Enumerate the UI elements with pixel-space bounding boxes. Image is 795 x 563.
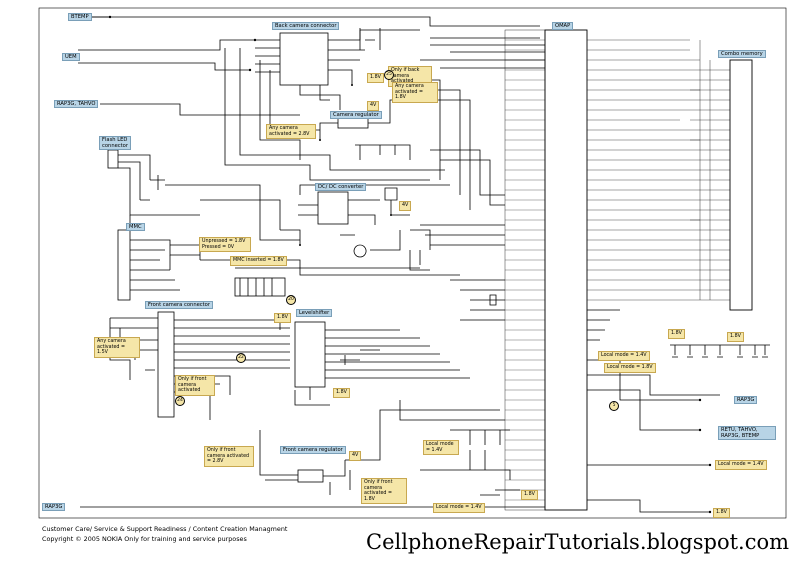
voltage-18-g: 1.8V	[713, 508, 730, 518]
voltage-18-a: 1.8V	[367, 73, 384, 83]
voltage-4-b: 4V	[399, 201, 412, 211]
note-unpressed: Unpressed = 1.8V Pressed = 0V	[199, 237, 251, 253]
back-camera-connector-label: Back camera connector	[272, 22, 340, 30]
marker-24: 24	[175, 396, 185, 406]
voltage-18-d: 1.8V	[521, 490, 538, 500]
signal-rap3g: RAP3G	[734, 396, 758, 404]
signal-uem: UEM	[62, 53, 80, 61]
voltage-18-f: 1.8V	[727, 332, 744, 342]
note-any-camera-28: Any camera activated = 2.8V	[266, 124, 316, 140]
front-camera-connector-label: Front camera connector	[145, 301, 213, 309]
voltage-18-e: 1.8V	[668, 329, 685, 339]
note-local-mode-14-d: Local mode = 1.4V	[433, 503, 485, 513]
combo-memory-label: Combo memory	[718, 50, 766, 58]
marker-25: 25	[384, 70, 394, 80]
marker-20: 20	[286, 295, 296, 305]
note-only-if-front-28: Only if front camera activated = 2.8V	[204, 446, 254, 467]
note-any-camera-18: Any camera activated = 1.8V	[392, 82, 438, 103]
front-camera-regulator-label: Front camera regulator	[280, 446, 346, 454]
note-local-mode-18: Local mode = 1.8V	[604, 363, 656, 373]
note-local-mode-14-b: Local mode = 1.4V	[423, 440, 459, 456]
signal-rap3g-bottom: RAP3G	[42, 503, 66, 511]
marker-5: 5	[609, 401, 619, 411]
note-only-if-front-18: Only if front camera activated = 1.8V	[361, 478, 407, 505]
marker-22: 22	[236, 353, 246, 363]
camera-regulator-label: Camera regulator	[330, 111, 382, 119]
voltage-4-c: 4V	[349, 451, 362, 461]
note-any-camera-15: Any camera activated = 1.5V	[94, 337, 140, 358]
omap-label: OMAP	[552, 22, 574, 30]
signal-btemp: BTEMP	[68, 13, 92, 21]
note-only-if-front: Only if front camera activated	[175, 375, 215, 396]
footer-line-1: Customer Care/ Service & Support Readine…	[42, 525, 288, 533]
voltage-4-a: 4V	[367, 101, 380, 111]
voltage-18-b: 1.8V	[274, 313, 291, 323]
signal-rap3g-tahvo: RAP3G, TAHVO	[54, 100, 99, 108]
watermark: CellphoneRepairTutorials.blogspot.com	[366, 530, 790, 554]
voltage-18-c: 1.8V	[333, 388, 350, 398]
dc-dc-converter-label: DC/ DC converter	[315, 183, 367, 191]
note-mmc-inserted: MMC inserted = 1.8V	[230, 256, 287, 266]
mmc-label: MMC	[126, 223, 145, 231]
note-local-mode-14-c: Local mode = 1.4V	[715, 460, 767, 470]
flash-led-connector-label: Flash LED connector	[99, 136, 131, 150]
signal-retu: RETU, TAHVO, RAP3G, BTEMP	[718, 426, 776, 440]
level-shifter-label: Levelshifter	[296, 309, 333, 317]
footer-line-2: Copyright © 2005 NOKIA Only for training…	[42, 535, 247, 543]
note-local-mode-14-a: Local mode = 1.4V	[598, 351, 650, 361]
